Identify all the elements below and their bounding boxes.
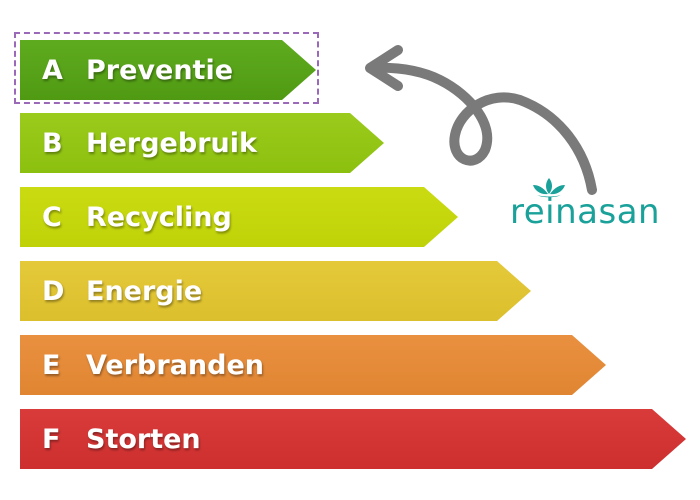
step-d-energie: D Energie: [20, 261, 531, 321]
step-label: Storten: [86, 423, 201, 455]
step-label: Energie: [86, 275, 203, 307]
step-letter: A: [42, 54, 63, 86]
logo-text: reinasan: [510, 192, 661, 232]
step-letter: D: [42, 275, 65, 307]
step-label: Hergebruik: [86, 127, 257, 159]
step-c-recycling: C Recycling: [20, 187, 458, 247]
step-label: Preventie: [86, 54, 234, 86]
step-label: Verbranden: [86, 349, 264, 381]
step-a-preventie: A Preventie: [20, 40, 316, 100]
highlight-box: [14, 32, 319, 104]
step-e-verbranden: E Verbranden: [20, 335, 606, 395]
reinasan-logo: reinasan: [510, 172, 670, 232]
step-f-storten: F Storten: [20, 409, 686, 469]
step-b-hergebruik: B Hergebruik: [20, 113, 384, 173]
step-letter: E: [42, 349, 61, 381]
step-letter: F: [42, 423, 61, 455]
lotus-icon: [533, 178, 565, 198]
step-label: Recycling: [86, 201, 232, 233]
step-letter: C: [42, 201, 62, 233]
step-letter: B: [42, 127, 63, 159]
